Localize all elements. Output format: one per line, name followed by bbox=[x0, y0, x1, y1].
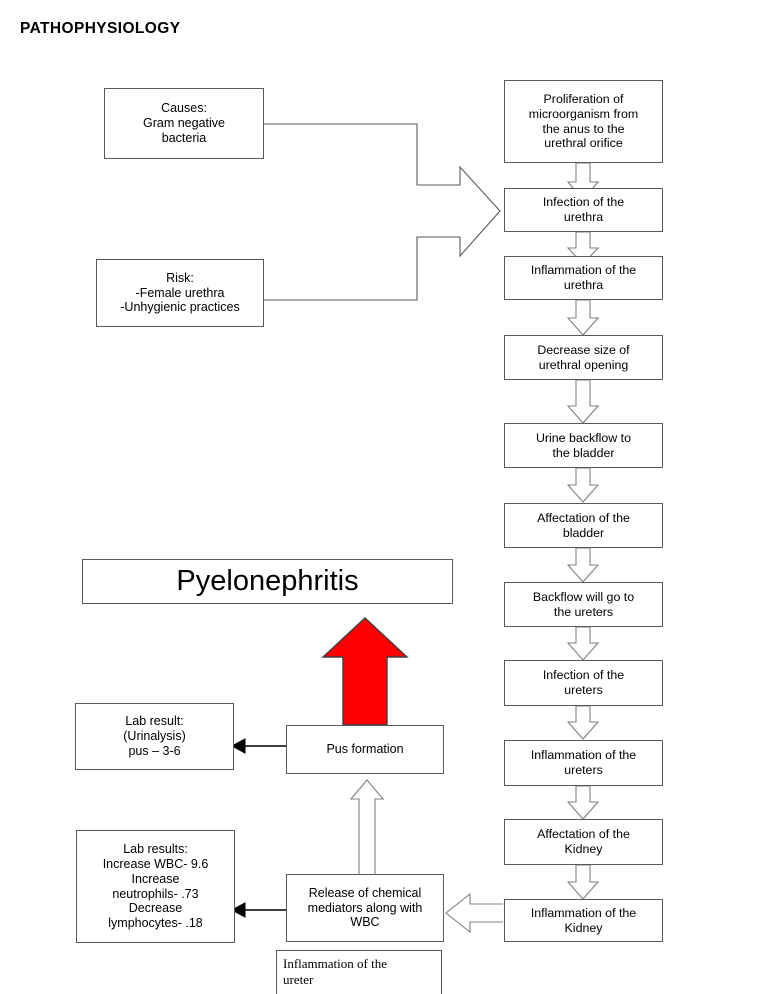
node-backflow-ureters[interactable]: Backflow will go to the ureters bbox=[504, 582, 663, 627]
node-inflammation-kidney-label: Inflammation of the Kidney bbox=[530, 905, 637, 935]
node-decrease-size[interactable]: Decrease size of urethral opening bbox=[504, 335, 663, 380]
node-urine-backflow[interactable]: Urine backflow to the bladder bbox=[504, 423, 663, 468]
node-infection-urethra-label: Infection of the urethra bbox=[542, 195, 625, 224]
node-infection-ureters[interactable]: Infection of the ureters bbox=[504, 660, 663, 706]
flow-arrow-kidney-to-mediators bbox=[445, 892, 503, 934]
flow-arrow-backflow-to-infection-ureters bbox=[566, 626, 600, 661]
flow-arrow-pus-to-lab-urinalysis bbox=[230, 738, 286, 754]
node-affectation-bladder-label: Affectation of the bladder bbox=[537, 510, 630, 540]
flow-arrow-affectation-to-inflammation-kidney bbox=[566, 864, 600, 900]
flow-arrow-decrease-to-urine bbox=[566, 379, 600, 424]
node-proliferation[interactable]: Proliferation of microorganism from the … bbox=[504, 80, 663, 163]
node-inflammation-ureter-note-label: Inflammation of the ureter bbox=[283, 956, 387, 988]
node-inflammation-ureter-note[interactable]: Inflammation of the ureter bbox=[276, 950, 442, 994]
node-proliferation-label: Proliferation of microorganism from the … bbox=[528, 92, 639, 151]
node-pyelonephritis-label: Pyelonephritis bbox=[176, 564, 359, 597]
node-inflammation-ureters[interactable]: Inflammation of the ureters bbox=[504, 740, 663, 786]
node-inflammation-urethra-label: Inflammation of the urethra bbox=[530, 263, 637, 292]
node-risk-label: Risk: -Female urethra -Unhygienic practi… bbox=[120, 270, 240, 315]
node-lab-results-blood[interactable]: Lab results: Increase WBC- 9.6 Increase … bbox=[76, 830, 235, 943]
node-infection-ureters-label: Infection of the ureters bbox=[542, 668, 625, 697]
flow-arrow-mediators-to-lab-blood bbox=[230, 902, 286, 918]
node-urine-backflow-label: Urine backflow to the bladder bbox=[535, 430, 632, 460]
node-pus-formation[interactable]: Pus formation bbox=[286, 725, 444, 774]
node-release-mediators-label: Release of chemical mediators along with… bbox=[307, 885, 423, 930]
node-pus-formation-label: Pus formation bbox=[326, 742, 404, 757]
flow-arrow-inflammation-ureters-to-kidney bbox=[566, 785, 600, 820]
node-causes-label: Causes: Gram negative bacteria bbox=[143, 101, 225, 145]
node-lab-results-blood-label: Lab results: Increase WBC- 9.6 Increase … bbox=[102, 842, 209, 930]
flow-arrow-inflammation-to-decrease bbox=[566, 299, 600, 336]
node-infection-urethra[interactable]: Infection of the urethra bbox=[504, 188, 663, 232]
node-inflammation-kidney[interactable]: Inflammation of the Kidney bbox=[504, 899, 663, 942]
node-decrease-size-label: Decrease size of urethral opening bbox=[537, 342, 630, 372]
highlight-arrow-pus-to-pyelonephritis bbox=[321, 617, 409, 726]
node-affectation-kidney[interactable]: Affectation of the Kidney bbox=[504, 819, 663, 865]
node-lab-result-urinalysis[interactable]: Lab result: (Urinalysis) pus – 3-6 bbox=[75, 703, 234, 770]
node-release-mediators[interactable]: Release of chemical mediators along with… bbox=[286, 874, 444, 942]
node-causes[interactable]: Causes: Gram negative bacteria bbox=[104, 88, 264, 159]
node-affectation-kidney-label: Affectation of the Kidney bbox=[537, 827, 630, 856]
page-title: PATHOPHYSIOLOGY bbox=[20, 20, 181, 37]
node-affectation-bladder[interactable]: Affectation of the bladder bbox=[504, 503, 663, 548]
flow-arrow-urine-to-bladder bbox=[566, 467, 600, 503]
node-backflow-ureters-label: Backflow will go to the ureters bbox=[532, 589, 635, 619]
flow-arrow-infection-to-inflammation-ureters bbox=[566, 705, 600, 740]
node-lab-result-urinalysis-label: Lab result: (Urinalysis) pus – 3-6 bbox=[123, 714, 186, 758]
node-inflammation-ureters-label: Inflammation of the ureters bbox=[530, 748, 637, 777]
node-inflammation-urethra[interactable]: Inflammation of the urethra bbox=[504, 256, 663, 300]
flow-arrow-mediators-to-pus bbox=[349, 779, 385, 874]
node-risk[interactable]: Risk: -Female urethra -Unhygienic practi… bbox=[96, 259, 264, 327]
node-pyelonephritis[interactable]: Pyelonephritis bbox=[82, 559, 453, 604]
flow-arrow-bladder-to-backflow bbox=[566, 547, 600, 583]
merge-arrow-causes-risk bbox=[264, 123, 501, 301]
